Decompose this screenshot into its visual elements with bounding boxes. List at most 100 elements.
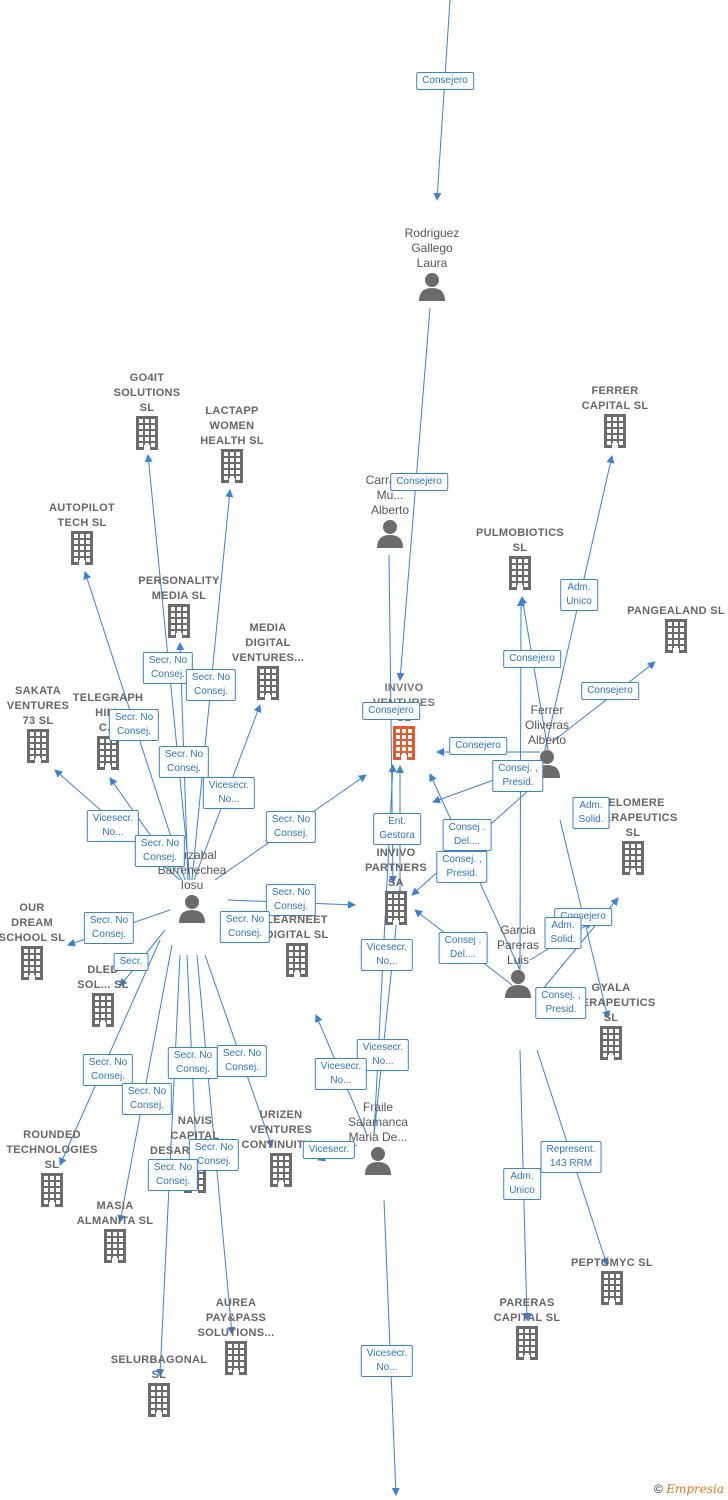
company-node-sakata[interactable]: SAKATA VENTURES 73 SL	[0, 684, 93, 763]
person-icon[interactable]	[323, 1145, 433, 1175]
company-node-invivo[interactable]: INVIVO VENTURES SL	[349, 681, 459, 760]
building-icon[interactable]	[60, 1229, 170, 1263]
edge-label-33[interactable]: Secr. No Consej.	[216, 1045, 268, 1077]
edge-label-21[interactable]: Secr. No Consej.	[158, 746, 210, 778]
node-label[interactable]: GYALA THERAPEUTICS SL	[566, 982, 656, 1024]
node-label[interactable]: OUR DREAM SCHOOL SL	[0, 902, 66, 944]
building-icon[interactable]	[578, 841, 688, 875]
building-icon[interactable]	[349, 726, 459, 760]
edge-label-18[interactable]: Secr. No Consej.	[142, 652, 194, 684]
node-label[interactable]: MASIA ALMANITA SL	[76, 1200, 154, 1227]
edge-label-29[interactable]: Secr.	[113, 953, 149, 971]
person-icon[interactable]	[463, 968, 573, 998]
node-label[interactable]: PARERAS CAPITAL SL	[493, 1297, 561, 1324]
node-label[interactable]: SELURBAGONAL SL	[110, 1354, 208, 1381]
company-node-lactapp[interactable]: LACTAPP WOMEN HEALTH SL	[177, 404, 287, 483]
person-icon[interactable]	[137, 893, 247, 923]
node-label[interactable]: AUREA PAY&PASS SOLUTIONS...	[197, 1297, 275, 1339]
edge-label-26[interactable]: Secr. No Consej.	[265, 884, 317, 916]
node-label[interactable]: DLED SOL... SL	[77, 964, 129, 991]
building-icon[interactable]	[556, 1026, 666, 1060]
edge-label-20[interactable]: Secr. No Consej.	[108, 709, 160, 741]
company-node-learneet[interactable]: LEARNEET DIGITAL SL	[242, 913, 352, 977]
edge-label-9[interactable]: Consej . Del....	[442, 819, 492, 851]
node-label[interactable]: SAKATA VENTURES 73 SL	[6, 685, 70, 727]
edge-label-23[interactable]: Secr. No Consej.	[265, 811, 317, 843]
building-icon[interactable]	[226, 1153, 336, 1187]
building-icon[interactable]	[472, 1326, 582, 1360]
building-icon[interactable]	[557, 1271, 667, 1305]
building-icon[interactable]	[177, 449, 287, 483]
node-label[interactable]: Garcia Pareras Luis	[496, 923, 540, 967]
edge-label-2[interactable]: Consejero	[362, 702, 420, 720]
edge-label-7[interactable]: Consej. , Presid.	[492, 760, 544, 792]
company-node-autopilot[interactable]: AUTOPILOT TECH SL	[27, 501, 137, 565]
building-icon[interactable]	[0, 946, 87, 980]
edge-label-8[interactable]: Adm. Solid.	[572, 797, 610, 829]
brand-name[interactable]: Empresia	[666, 1482, 724, 1496]
node-label[interactable]: FERRER CAPITAL SL	[581, 385, 649, 412]
edge-label-1[interactable]: Consejero	[390, 473, 448, 491]
node-label[interactable]: INVIVO PARTNERS SA	[364, 847, 428, 889]
building-icon[interactable]	[53, 736, 163, 770]
edge-label-3[interactable]: Consejero	[449, 737, 507, 755]
building-icon[interactable]	[181, 1341, 291, 1375]
building-icon[interactable]	[341, 891, 451, 925]
company-node-gyala[interactable]: GYALA THERAPEUTICS SL	[556, 981, 666, 1060]
building-icon[interactable]	[560, 414, 670, 448]
company-node-ferrer_capital[interactable]: FERRER CAPITAL SL	[560, 384, 670, 448]
company-node-telomere[interactable]: TELOMERE THERAPEUTICS SL	[578, 796, 688, 875]
company-node-peptomyc[interactable]: PEPTOMYC SL	[557, 1256, 667, 1305]
edge-label-24[interactable]: Vicesecr. No...	[86, 810, 140, 842]
node-label[interactable]: ROUNDED TECHNOLOGIES SL	[6, 1129, 98, 1171]
company-node-masia[interactable]: MASIA ALMANITA SL	[60, 1199, 170, 1263]
company-node-personality[interactable]: PERSONALITY MEDIA SL	[124, 574, 234, 638]
node-label[interactable]: PERSONALITY MEDIA SL	[138, 575, 220, 602]
node-label[interactable]: LEARNEET DIGITAL SL	[265, 914, 329, 941]
edge-label-15[interactable]: Consej. , Presid.	[535, 987, 587, 1019]
node-label[interactable]: TELOMERE THERAPEUTICS SL	[588, 797, 678, 839]
company-node-pareras_capital[interactable]: PARERAS CAPITAL SL	[472, 1296, 582, 1360]
node-label[interactable]: PEPTOMYC SL	[571, 1257, 653, 1269]
person-node-rodriguez[interactable]: Rodriguez Gallego Laura	[377, 226, 487, 301]
edge-label-39[interactable]: Vicesecr.	[302, 1141, 356, 1159]
edge-label-5[interactable]: Consejero	[581, 682, 639, 700]
building-icon[interactable]	[48, 993, 158, 1027]
edge-label-4[interactable]: Consejero	[503, 650, 561, 668]
edge-label-17[interactable]: Adm. Unico	[503, 1168, 541, 1200]
edge-label-11[interactable]: Ent. Gestora	[373, 813, 421, 845]
company-node-selurbagonal[interactable]: SELURBAGONAL SL	[104, 1353, 214, 1417]
edge-label-30[interactable]: Vicesecr. No...	[360, 939, 414, 971]
person-node-garcia[interactable]: Garcia Pareras Luis	[463, 923, 573, 998]
edge-label-14[interactable]: Adm. Solid.	[544, 917, 582, 949]
edge-label-36[interactable]: Vicesecr. No...	[314, 1058, 368, 1090]
node-label[interactable]: Ferrer Oliveras Alberto	[524, 703, 569, 747]
company-node-pangealand[interactable]: PANGEALAND SL	[621, 604, 728, 653]
building-icon[interactable]	[92, 416, 202, 450]
building-icon[interactable]	[213, 666, 323, 700]
edge-label-25[interactable]: Secr. No Consej.	[134, 835, 186, 867]
person-node-fraile[interactable]: Fraile Salamanca Maria De...	[323, 1100, 433, 1175]
node-label[interactable]: GO4IT SOLUTIONS SL	[113, 372, 181, 414]
edge-label-0[interactable]: Consejero	[416, 72, 474, 90]
edge-label-16[interactable]: Represent. 143 RRM	[540, 1141, 602, 1173]
building-icon[interactable]	[242, 943, 352, 977]
person-icon[interactable]	[335, 518, 445, 548]
edge-label-10[interactable]: Consej. , Presid.	[436, 851, 488, 883]
company-node-media_digital[interactable]: MEDIA DIGITAL VENTURES...	[213, 621, 323, 700]
company-node-aurea[interactable]: AUREA PAY&PASS SOLUTIONS...	[181, 1296, 291, 1375]
edge-label-38[interactable]: Secr. No Consej.	[147, 1159, 199, 1191]
company-node-our_dream[interactable]: OUR DREAM SCHOOL SL	[0, 901, 87, 980]
edge-label-22[interactable]: Vicesecr. No...	[202, 777, 256, 809]
company-node-go4it[interactable]: GO4IT SOLUTIONS SL	[92, 371, 202, 450]
company-node-dled[interactable]: DLED SOL... SL	[48, 963, 158, 1027]
company-node-pulmobiotics[interactable]: PULMOBIOTICS SL	[465, 526, 575, 590]
node-label[interactable]: MEDIA DIGITAL VENTURES...	[231, 622, 305, 664]
edge-label-31[interactable]: Secr. No Consej.	[82, 1054, 134, 1086]
edge-label-19[interactable]: Secr. No Consej.	[185, 669, 237, 701]
node-label[interactable]: PULMOBIOTICS SL	[476, 527, 564, 554]
node-label[interactable]: LACTAPP WOMEN HEALTH SL	[200, 405, 264, 447]
edge-label-12[interactable]: Consej . Del....	[438, 932, 488, 964]
node-label[interactable]: URIZEN VENTURES CONTINUITY...	[241, 1109, 321, 1151]
edge-label-34[interactable]: Secr. No Consej.	[121, 1083, 173, 1115]
